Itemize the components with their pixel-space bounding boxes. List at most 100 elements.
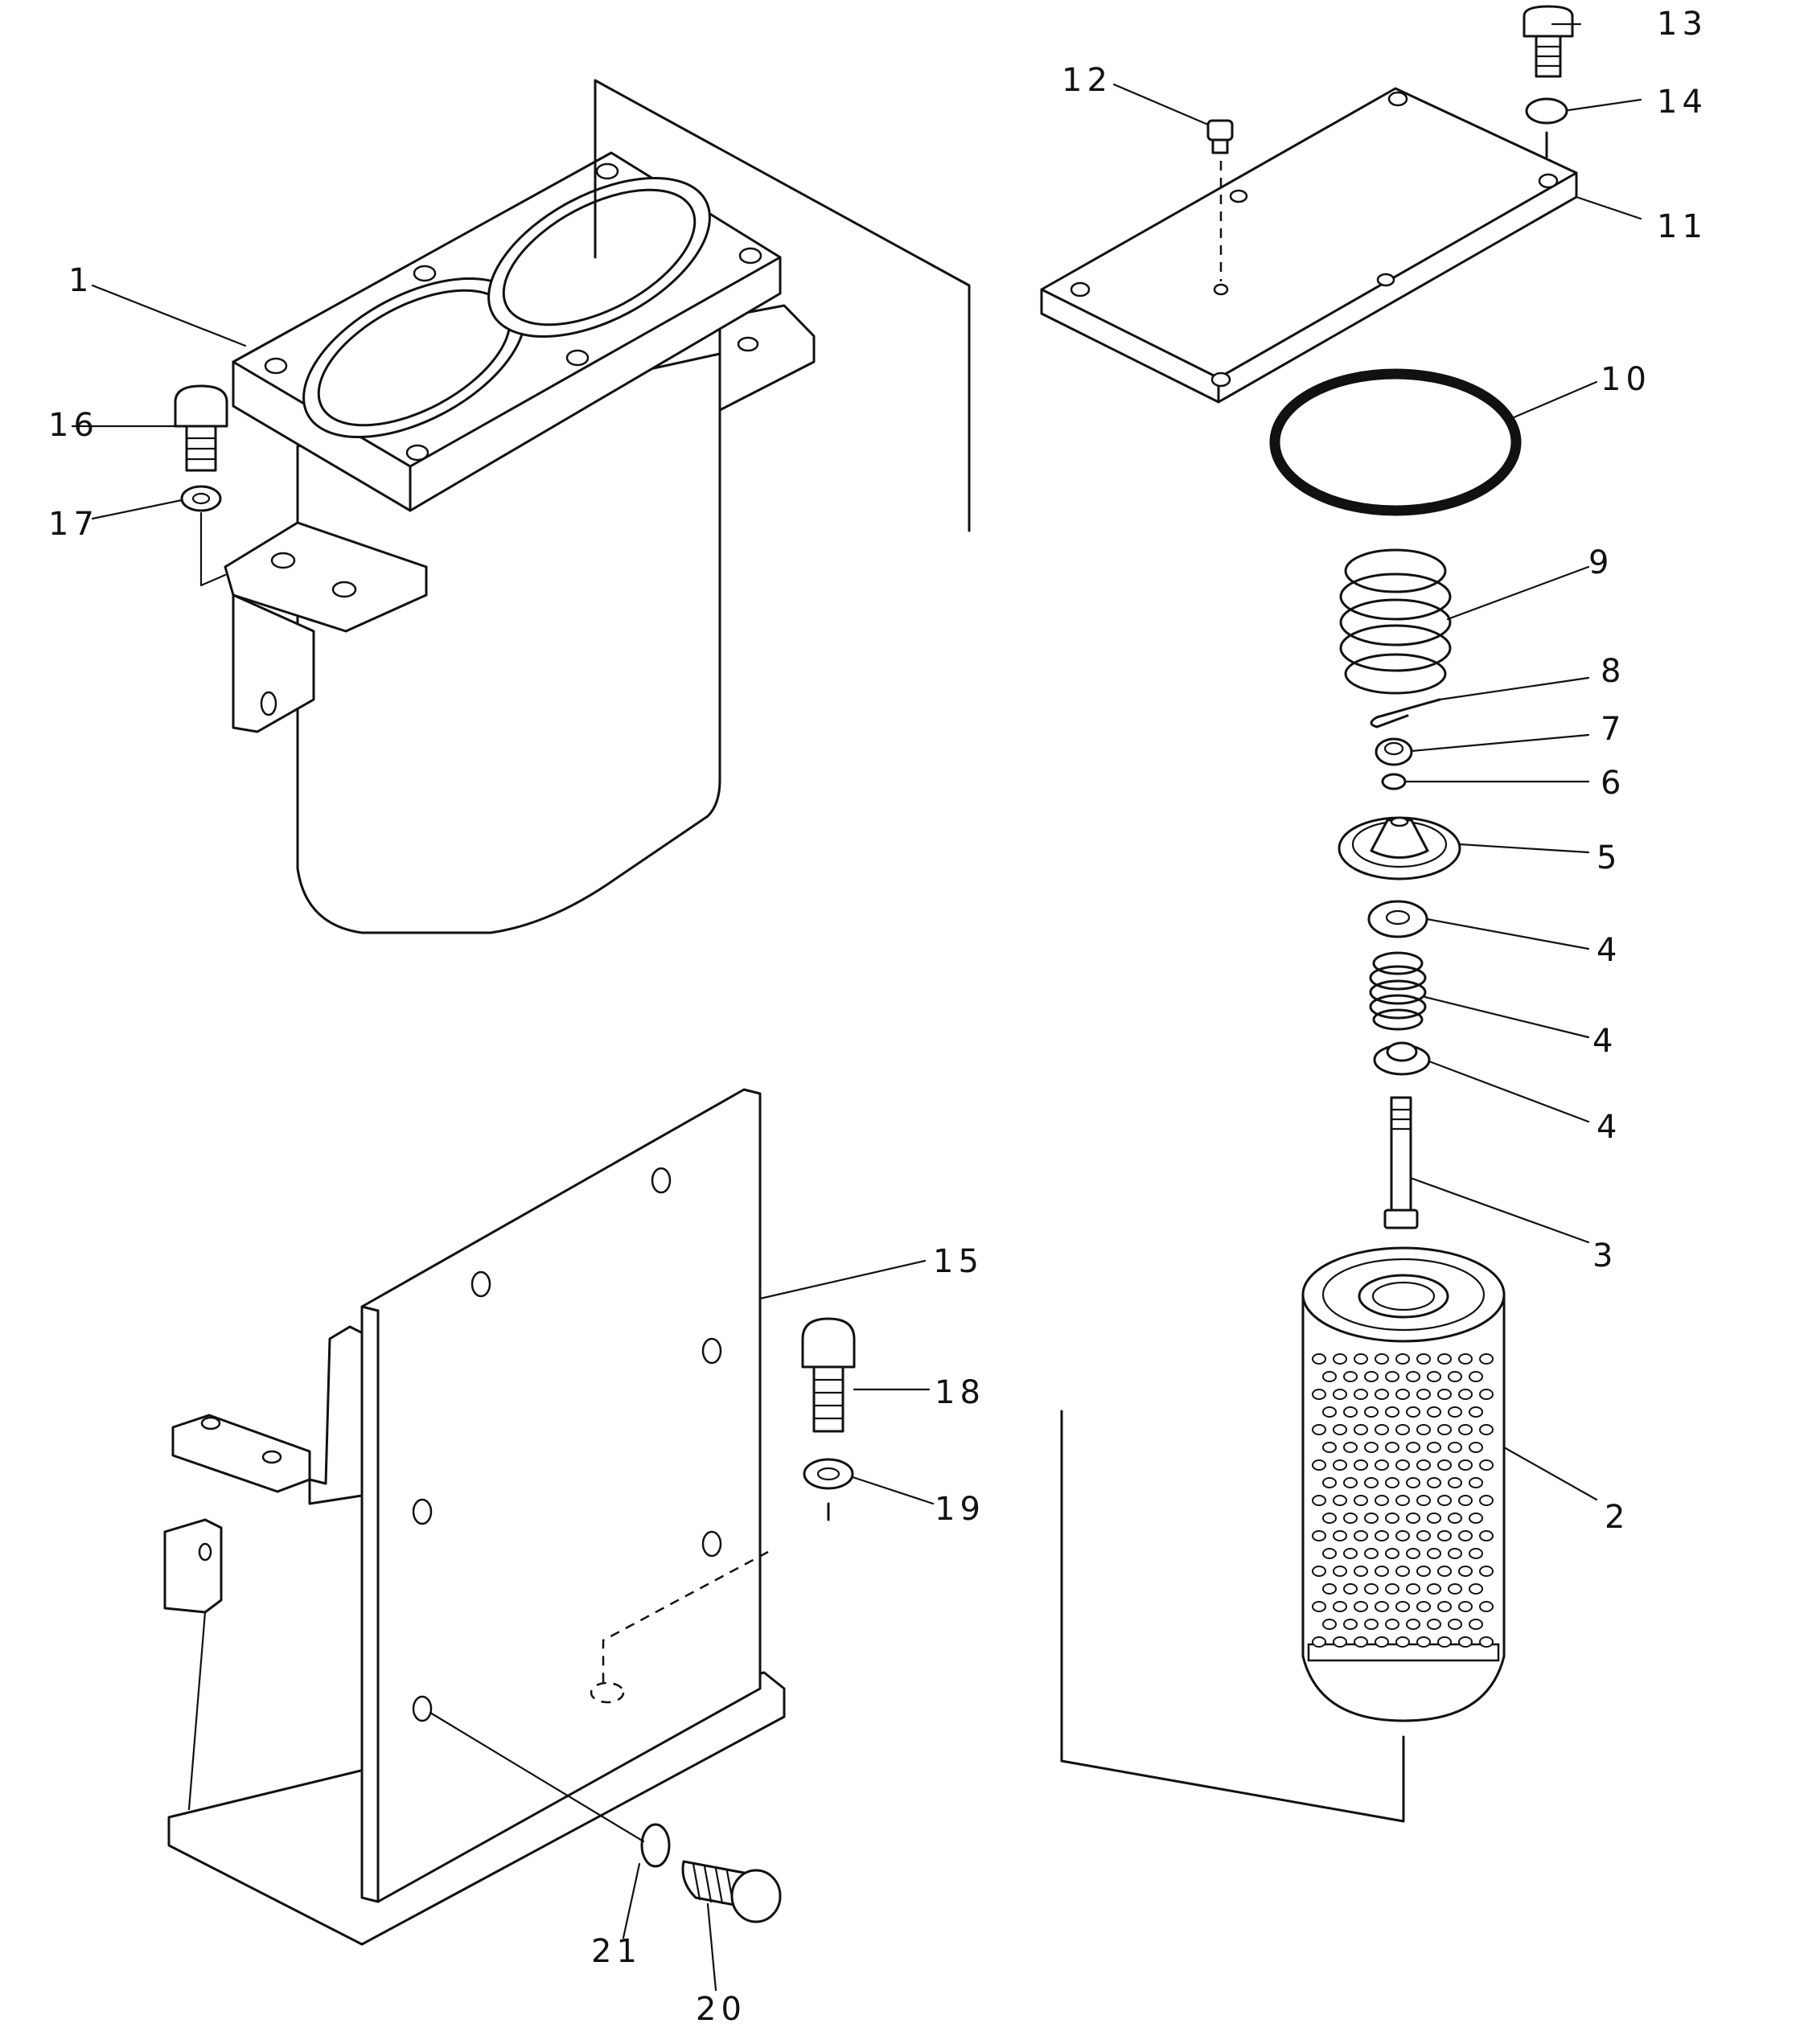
perforation-hole xyxy=(1385,1548,1399,1559)
nut-8 xyxy=(1375,737,1413,766)
perforation-hole xyxy=(1479,1636,1494,1648)
perforation-hole xyxy=(1416,1459,1431,1471)
shaft-bolt-3 xyxy=(1383,1096,1419,1229)
perforation-hole xyxy=(1395,1566,1410,1577)
perforation-hole xyxy=(1448,1619,1462,1630)
perforation-hole xyxy=(1479,1459,1494,1471)
perforation-hole xyxy=(1448,1406,1462,1418)
bracket-16 xyxy=(163,1088,786,1946)
perforation-hole xyxy=(1437,1566,1452,1577)
perforation-hole xyxy=(1322,1371,1337,1382)
perforation-hole xyxy=(1479,1530,1494,1541)
perforation-hole xyxy=(1479,1495,1494,1506)
perforation-hole xyxy=(1395,1636,1410,1648)
label-20: 19 xyxy=(935,1491,985,1528)
spring-10 xyxy=(1339,548,1452,695)
lock-washer-18 xyxy=(180,485,227,587)
perforation-hole xyxy=(1354,1389,1368,1400)
perforation-hole xyxy=(1448,1371,1462,1382)
perforation-hole xyxy=(1333,1495,1347,1506)
perforation-hole xyxy=(1479,1353,1494,1365)
perforation-hole xyxy=(1469,1406,1483,1418)
perforation-hole xyxy=(1479,1601,1494,1612)
label-14: 13 xyxy=(1657,6,1708,43)
washer-4-lower xyxy=(1373,1041,1431,1076)
perforation-hole xyxy=(1322,1512,1337,1524)
label-13: 12 xyxy=(1062,62,1112,99)
cover-12 xyxy=(1040,87,1578,404)
perforation-hole xyxy=(1458,1495,1473,1506)
perforation-hole xyxy=(1364,1583,1379,1595)
perforation-hole xyxy=(1375,1601,1389,1612)
perforation-hole xyxy=(1364,1406,1379,1418)
perforation-hole xyxy=(1364,1548,1379,1559)
perforation-hole xyxy=(1322,1442,1337,1453)
label-17: 16 xyxy=(48,407,99,444)
perforation-hole xyxy=(1406,1583,1420,1595)
perforation-hole xyxy=(1343,1512,1358,1524)
perforation-hole xyxy=(1312,1459,1326,1471)
perforation-hole xyxy=(1312,1389,1326,1400)
perforation-hole xyxy=(1354,1601,1368,1612)
perforation-hole xyxy=(1406,1619,1420,1630)
perforation-hole xyxy=(1343,1477,1358,1488)
perforation-hole xyxy=(1375,1389,1389,1400)
perforation-hole xyxy=(1343,1406,1358,1418)
perforation-hole xyxy=(1406,1371,1420,1382)
plug-bolt-21 xyxy=(681,1860,782,1923)
valve-6 xyxy=(1338,816,1461,880)
filter-case xyxy=(224,79,971,934)
perforation-hole xyxy=(1322,1583,1337,1595)
perforation-hole xyxy=(1437,1601,1452,1612)
perforation-hole xyxy=(1406,1406,1420,1418)
cotter-pin-9 xyxy=(1370,698,1441,729)
label-16: 15 xyxy=(933,1243,984,1280)
perforation-hole xyxy=(1469,1583,1483,1595)
perforation-hole xyxy=(1312,1636,1326,1648)
label-21: 20 xyxy=(696,1991,746,2028)
filter-element-2 xyxy=(1060,1246,1506,1823)
label-1: 1 xyxy=(68,262,93,299)
perforation-hole xyxy=(1458,1389,1473,1400)
perforation-hole xyxy=(1375,1566,1389,1577)
perforation-hole xyxy=(1395,1389,1410,1400)
perforation-hole xyxy=(1427,1512,1441,1524)
perforation-hole xyxy=(1469,1512,1483,1524)
perforation-hole xyxy=(1416,1389,1431,1400)
spring-5 xyxy=(1369,951,1427,1031)
perforation-hole xyxy=(1448,1548,1462,1559)
label-4a: 4 xyxy=(1597,932,1621,969)
perforation-hole xyxy=(1437,1495,1452,1506)
perforation-hole xyxy=(1322,1477,1337,1488)
perforation-hole xyxy=(1427,1583,1441,1595)
perforation-hole xyxy=(1395,1495,1410,1506)
perforation-hole xyxy=(1437,1353,1452,1365)
perforation-hole xyxy=(1375,1424,1389,1435)
perforation-hole xyxy=(1458,1601,1473,1612)
perforation-hole xyxy=(1312,1495,1326,1506)
perforation-hole xyxy=(1333,1636,1347,1648)
perforation-hole xyxy=(1354,1353,1368,1365)
perforation-hole xyxy=(1427,1548,1441,1559)
perforation-hole xyxy=(1416,1566,1431,1577)
label-part-4-lower: 4 xyxy=(1597,1109,1621,1146)
perforation-hole xyxy=(1385,1583,1399,1595)
perforation-hole xyxy=(1448,1583,1462,1595)
perforation-hole xyxy=(1343,1548,1358,1559)
perforation-hole xyxy=(1364,1512,1379,1524)
perforation-hole xyxy=(1458,1530,1473,1541)
perforation-hole xyxy=(1437,1636,1452,1648)
perforation-hole xyxy=(1416,1530,1431,1541)
perforation-hole xyxy=(1395,1530,1410,1541)
perforation-hole xyxy=(1469,1371,1483,1382)
perforation-hole xyxy=(1469,1548,1483,1559)
label-19: 18 xyxy=(935,1374,985,1411)
part-labels: 1 13 14 12 11 10 9 8 7 6 5 4 4 4 4 4 4 3… xyxy=(48,6,1708,2028)
perforation-hole xyxy=(1312,1601,1326,1612)
perforation-hole xyxy=(1312,1566,1326,1577)
perforation-hole xyxy=(1406,1442,1420,1453)
perforation-hole xyxy=(1437,1459,1452,1471)
perforation-hole xyxy=(1469,1477,1483,1488)
label-2: 2 xyxy=(1605,1499,1629,1536)
perforation-hole xyxy=(1427,1406,1441,1418)
